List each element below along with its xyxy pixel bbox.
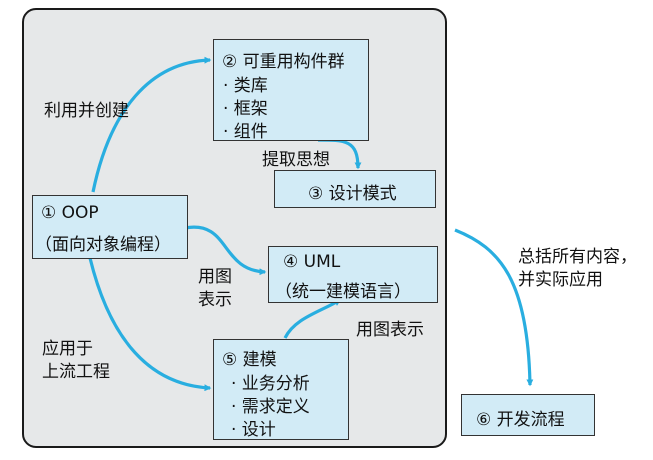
arrow-oop-to-components	[91, 56, 212, 193]
node-title: ⑥ 开发流程	[476, 410, 565, 430]
node-title: ② 可重用构件群	[222, 52, 345, 72]
arrow-frame-to-process	[454, 228, 534, 387]
label-extract-idea: 提取思想	[262, 150, 330, 170]
node-modeling: ⑤ 建模 · 业务分析 · 需求定义 · 设计	[213, 339, 349, 440]
label-apply-line2: 上流工程	[42, 362, 110, 382]
node-title: ① OOP	[41, 203, 99, 223]
node-oop: ① OOP （面向对象编程）	[32, 195, 188, 259]
arrow-oop-to-modeling	[88, 257, 212, 392]
node-item: · 框架	[223, 99, 268, 119]
node-design-patterns: ③ 设计模式	[274, 170, 436, 208]
arrow-modeling-to-uml	[283, 298, 342, 339]
label-use-and-create: 利用并创建	[44, 101, 129, 121]
label-summary-line1: 总括所有内容，	[518, 247, 637, 267]
node-item: · 业务分析	[231, 374, 310, 394]
node-title: ⑤ 建模	[222, 350, 277, 370]
label-diagram-left-line2: 表示	[198, 290, 232, 310]
label-apply-line1: 应用于	[42, 339, 93, 359]
label-diagram-left-line1: 用图	[198, 267, 232, 287]
node-item: · 类库	[223, 76, 268, 96]
node-title: ③ 设计模式	[308, 184, 397, 204]
node-subtitle: （统一建模语言）	[275, 282, 411, 302]
node-subtitle: （面向对象编程）	[35, 235, 171, 255]
node-uml: ④ UML （统一建模语言）	[268, 246, 438, 303]
label-summary-line2: 并实际应用	[518, 270, 603, 290]
node-title: ④ UML	[283, 252, 341, 272]
label-diagram-right: 用图表示	[356, 320, 424, 340]
node-item: · 设计	[231, 420, 276, 440]
node-reusable-components: ② 可重用构件群 · 类库 · 框架 · 组件	[213, 39, 369, 142]
node-item: · 组件	[223, 122, 268, 142]
node-development-process: ⑥ 开发流程	[461, 394, 595, 436]
arrow-oop-to-uml	[184, 225, 267, 276]
node-item: · 需求定义	[231, 397, 310, 417]
